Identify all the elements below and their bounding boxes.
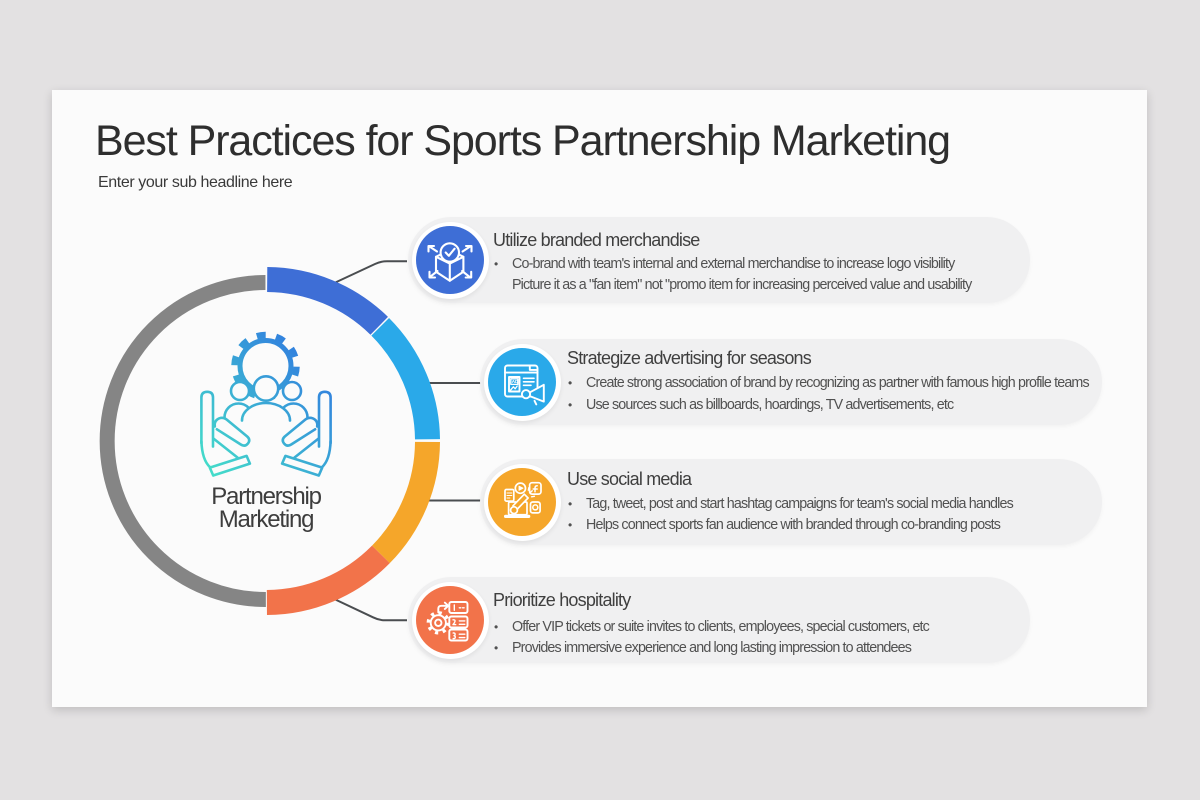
svg-text:AD: AD <box>512 379 519 384</box>
